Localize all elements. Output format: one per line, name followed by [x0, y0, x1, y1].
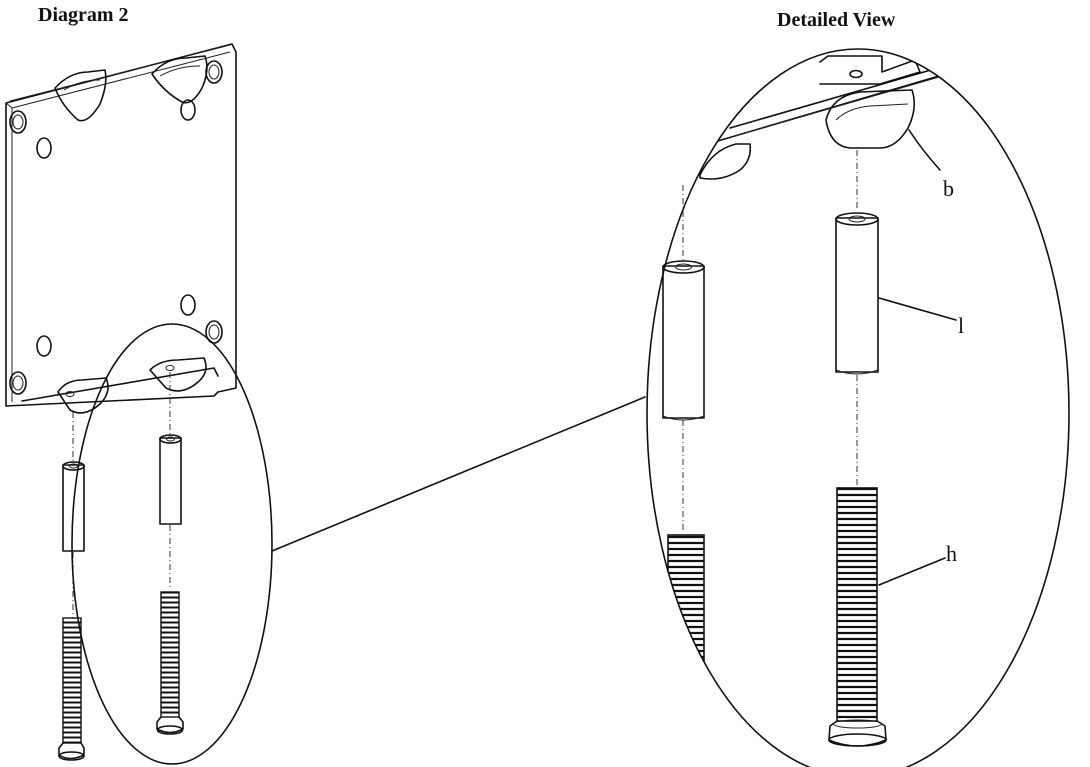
magnifier-ellipse	[71, 323, 273, 765]
callout-h: h	[946, 541, 957, 566]
callout-b: b	[943, 176, 954, 201]
mounting-plate	[5, 43, 237, 414]
detail-view-title: Detailed View	[777, 9, 896, 31]
detail-connector-line	[271, 396, 646, 552]
spacer-left-1	[62, 461, 85, 552]
detail-view: b l h	[646, 48, 1070, 767]
screw-left-1	[58, 617, 85, 761]
spacer-detail-2	[662, 260, 705, 421]
screw-detail-h	[828, 487, 887, 747]
spacer-detail-l	[835, 212, 879, 375]
callout-l: l	[958, 313, 964, 338]
spacer-left-2	[159, 434, 182, 525]
screw-detail-2	[667, 534, 705, 676]
screw-left-2	[156, 591, 184, 735]
diagram-title: Diagram 2	[38, 4, 129, 26]
